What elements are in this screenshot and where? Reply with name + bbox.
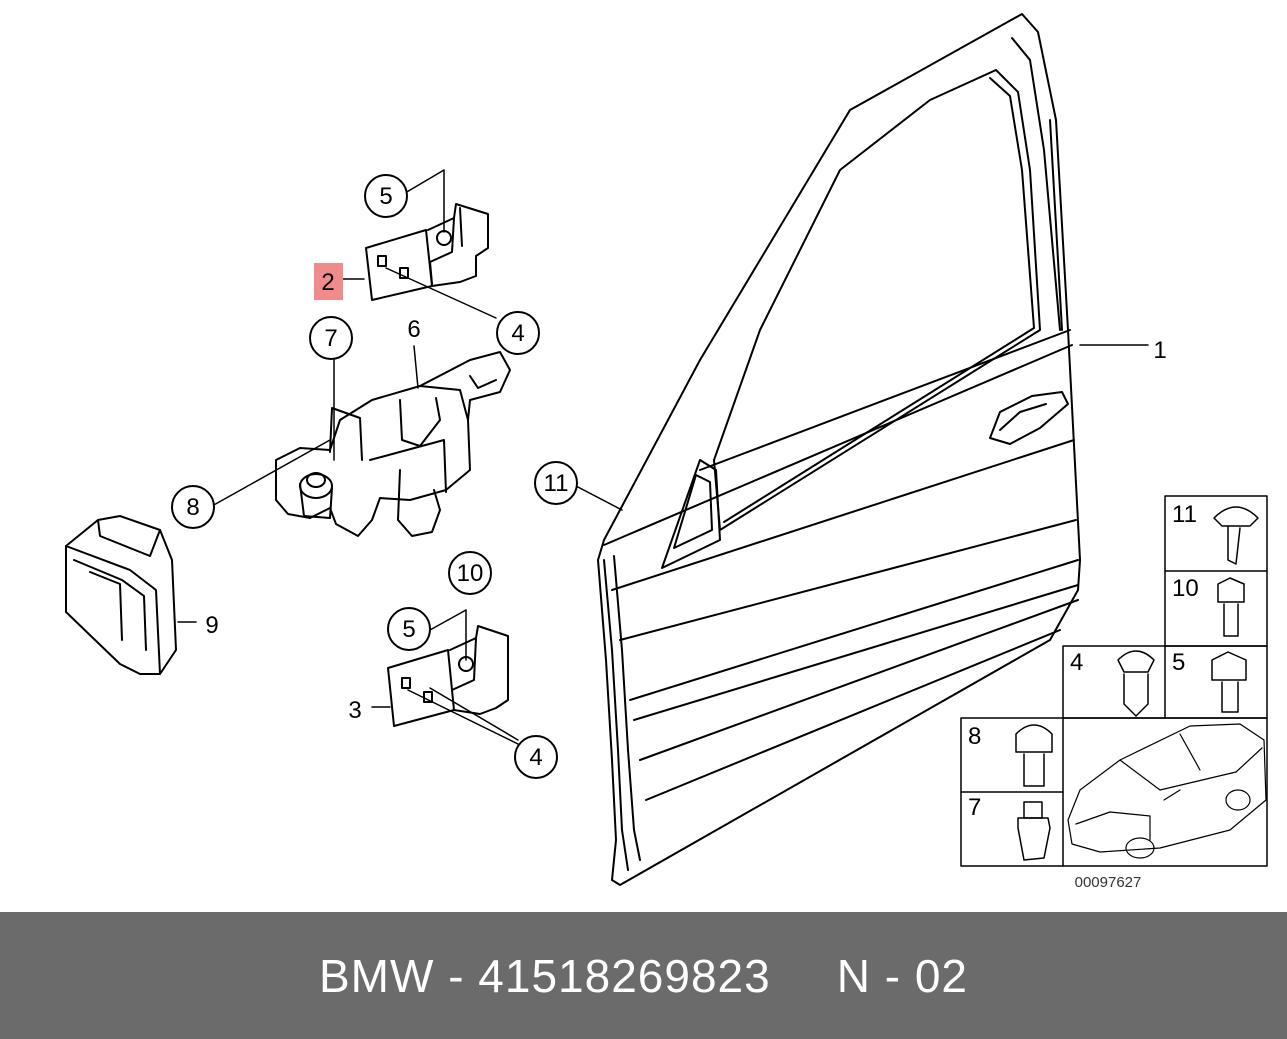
callout-10-circle bbox=[448, 551, 492, 595]
highlight-box bbox=[314, 263, 343, 300]
fastener-11-icon bbox=[1213, 506, 1259, 565]
table-label-5: 5 bbox=[1172, 649, 1185, 676]
footer-variant: N - 02 bbox=[836, 949, 968, 1002]
callout-5-top-circle bbox=[364, 174, 408, 218]
door-check-strap bbox=[275, 351, 511, 537]
table-label-7: 7 bbox=[968, 794, 981, 821]
callout-4-bottom-circle bbox=[514, 735, 558, 779]
callout-1: 1 bbox=[1153, 337, 1166, 364]
callout-4-bottom: 4 bbox=[529, 744, 542, 771]
callout-9: 9 bbox=[205, 612, 218, 639]
fastener-4-icon bbox=[1117, 650, 1155, 717]
callout-6: 6 bbox=[407, 316, 420, 343]
callout-5-bottom: 5 bbox=[402, 616, 415, 643]
table-label-4: 4 bbox=[1070, 649, 1083, 676]
parts-table-frame bbox=[960, 495, 1268, 867]
fastener-5-icon bbox=[1211, 651, 1247, 713]
callout-10: 10 bbox=[457, 560, 484, 587]
upper-hinge bbox=[365, 203, 489, 301]
callout-4-top: 4 bbox=[511, 320, 524, 347]
callout-5-bottom-circle bbox=[387, 607, 431, 651]
table-label-8: 8 bbox=[968, 723, 981, 750]
callout-4-top-circle bbox=[496, 311, 540, 355]
callout-11-circle bbox=[534, 461, 578, 505]
footer-part-number: BMW - 41518269823 bbox=[319, 949, 771, 1002]
diagram-svg: 5 4 7 8 11 10 5 4 2 6 1 3 9 11 10 4 5 8 … bbox=[65, 13, 1268, 891]
callout-7-circle bbox=[309, 316, 353, 360]
callout-8-circle bbox=[171, 485, 215, 529]
fastener-7-icon bbox=[1017, 801, 1051, 861]
diagram-code: 00097627 bbox=[1075, 874, 1142, 891]
car-location-icon bbox=[1067, 723, 1267, 859]
door-shell bbox=[597, 13, 1081, 886]
fastener-8-icon bbox=[1015, 724, 1053, 787]
parts-diagram: 5 4 7 8 11 10 5 4 2 6 1 3 9 11 10 4 5 8 … bbox=[65, 13, 1268, 891]
callout-3: 3 bbox=[348, 697, 361, 724]
table-label-10: 10 bbox=[1172, 575, 1199, 602]
fastener-10-icon bbox=[1217, 577, 1245, 637]
cover-part bbox=[65, 515, 177, 675]
callout-8: 8 bbox=[186, 494, 199, 521]
callout-5-top: 5 bbox=[379, 183, 392, 210]
callout-7: 7 bbox=[324, 325, 337, 352]
callout-11: 11 bbox=[544, 470, 569, 497]
callout-2: 2 bbox=[321, 269, 334, 296]
table-label-11: 11 bbox=[1172, 501, 1197, 528]
footer-bar: BMW - 41518269823 N - 02 bbox=[0, 912, 1287, 1039]
leader-lines bbox=[177, 169, 1149, 745]
